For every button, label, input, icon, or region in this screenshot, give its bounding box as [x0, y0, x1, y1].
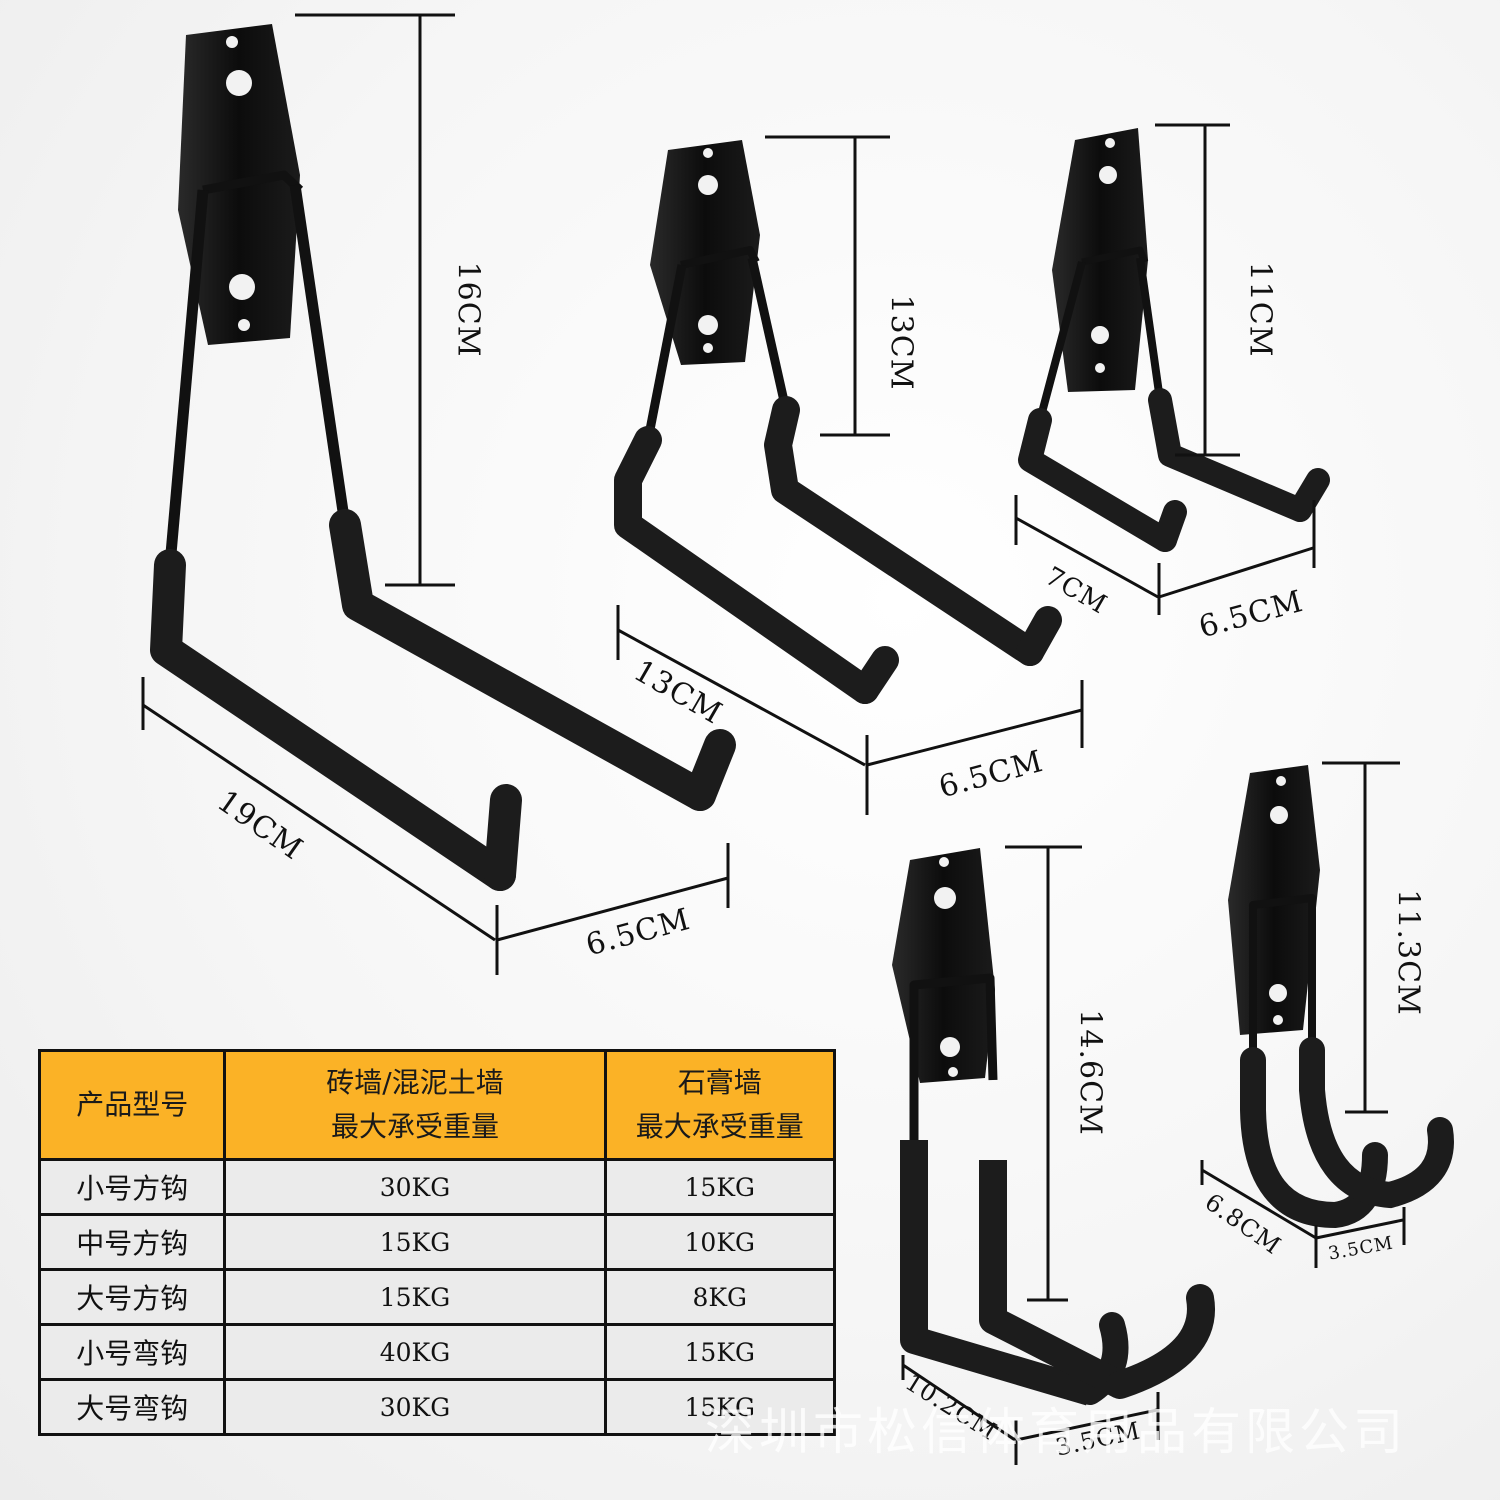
small-square-hook-icon: [1018, 128, 1330, 552]
cell-model: 大号弯钩: [37, 1378, 227, 1436]
header-gypsum-wall: 石膏墙 最大承受重量: [603, 1049, 836, 1161]
small-curved-hook-icon: [1228, 765, 1454, 1229]
table-row: 中号方钩 15KG 10KG: [37, 1213, 836, 1271]
cell-brick: 40KG: [223, 1323, 607, 1381]
small-curved-height-label: 11.3CM: [1390, 889, 1426, 1016]
table-row: 小号弯钩 40KG 15KG: [37, 1323, 836, 1381]
small-curved-dimension-lines: [1200, 761, 1406, 1268]
cell-model: 小号方钩: [37, 1158, 227, 1216]
medium-square-dimension-lines: [616, 135, 1084, 815]
cell-gypsum: 15KG: [603, 1378, 836, 1436]
header-brick-wall: 砖墙/混泥土墙 最大承受重量: [223, 1049, 607, 1161]
table-row: 大号弯钩 30KG 15KG: [37, 1378, 836, 1436]
table-row: 大号方钩 15KG 8KG: [37, 1268, 836, 1326]
cell-brick: 30KG: [223, 1158, 607, 1216]
large-curved-hook-icon: [892, 848, 1215, 1406]
large-curved-dimension-lines: [901, 845, 1160, 1465]
large-curved-height-label: 14.6CM: [1072, 1009, 1108, 1136]
cell-gypsum: 10KG: [603, 1213, 836, 1271]
small-square-dimension-lines: [1014, 123, 1316, 615]
cell-model: 小号弯钩: [37, 1323, 227, 1381]
header-model: 产品型号: [37, 1049, 227, 1161]
table-header-row: 产品型号 砖墙/混泥土墙 最大承受重量 石膏墙 最大承受重量: [37, 1049, 836, 1161]
medium-square-height-label: 13CM: [883, 294, 919, 391]
load-capacity-table: 产品型号 砖墙/混泥土墙 最大承受重量 石膏墙 最大承受重量 小号方钩 30KG…: [37, 1049, 836, 1436]
small-square-height-label: 11CM: [1242, 261, 1278, 358]
table-row: 小号方钩 30KG 15KG: [37, 1158, 836, 1216]
large-square-hook-icon: [150, 24, 736, 891]
cell-gypsum: 8KG: [603, 1268, 836, 1326]
medium-square-hook-icon: [614, 140, 1062, 704]
large-square-dimension-lines: [141, 13, 730, 975]
cell-gypsum: 15KG: [603, 1158, 836, 1216]
cell-model: 中号方钩: [37, 1213, 227, 1271]
cell-brick: 15KG: [223, 1213, 607, 1271]
cell-gypsum: 15KG: [603, 1323, 836, 1381]
cell-brick: 30KG: [223, 1378, 607, 1436]
company-watermark: 深圳市松信体育用品有限公司: [705, 1403, 1407, 1461]
large-square-height-label: 16CM: [450, 261, 486, 358]
cell-brick: 15KG: [223, 1268, 607, 1326]
cell-model: 大号方钩: [37, 1268, 227, 1326]
